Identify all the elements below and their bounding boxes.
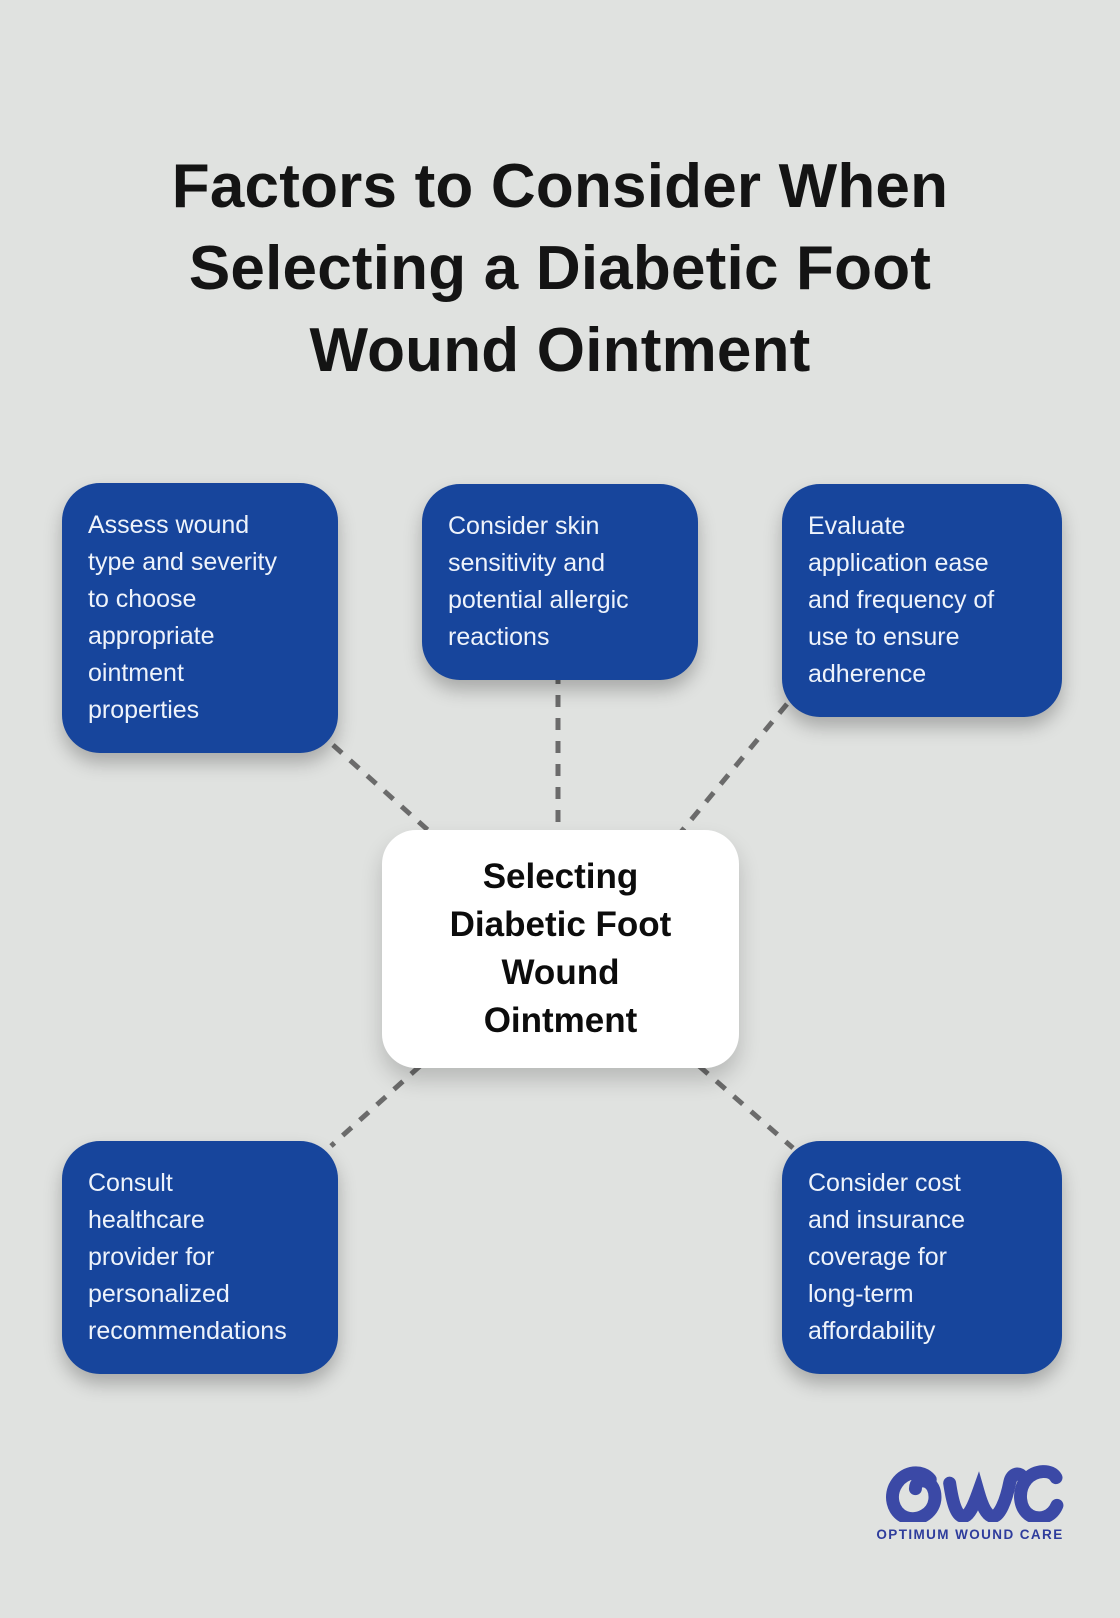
owc-script-monogram-icon: [886, 1465, 1064, 1522]
factor-box-consult-provider: Consult healthcare provider for personal…: [62, 1141, 338, 1374]
logo-tagline: OPTIMUM WOUND CARE: [876, 1527, 1064, 1542]
factor-box-assess-wound: Assess wound type and severity to choose…: [62, 483, 338, 753]
factor-box-skin-sensitivity: Consider skin sensitivity and potential …: [422, 484, 698, 680]
page-title: Factors to Consider When Selecting a Dia…: [171, 151, 949, 385]
owc-letter-o: [886, 1466, 942, 1522]
factor-box-cost-insurance: Consider cost and insurance coverage for…: [782, 1141, 1062, 1374]
center-node: Selecting Diabetic Foot Wound Ointment: [382, 830, 739, 1068]
connector-top-right: [679, 702, 789, 834]
connector-bottom-left: [329, 1064, 422, 1148]
connector-top-left: [331, 743, 432, 834]
owc-logo: OPTIMUM WOUND CARE: [855, 1448, 1085, 1542]
connector-bottom-right: [697, 1064, 795, 1150]
factor-box-application-ease: Evaluate application ease and frequency …: [782, 484, 1062, 717]
owc-letter-c: [1014, 1465, 1064, 1522]
owc-letter-w: [943, 1467, 1031, 1522]
